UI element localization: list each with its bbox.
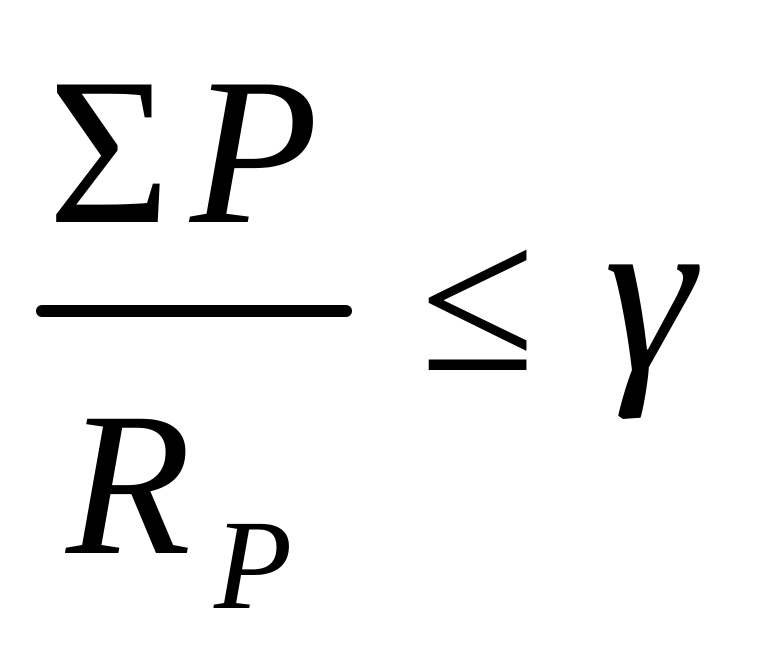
denominator-variable-r: R [64,371,191,598]
sigma-symbol: Σ [48,36,170,268]
less-than-or-equal-symbol: ≤ [420,184,535,416]
denominator-subscript-p: P [213,494,292,636]
gamma-symbol: γ [604,165,700,420]
numerator-variable-p: P [188,36,318,268]
fraction-bar [36,305,352,317]
